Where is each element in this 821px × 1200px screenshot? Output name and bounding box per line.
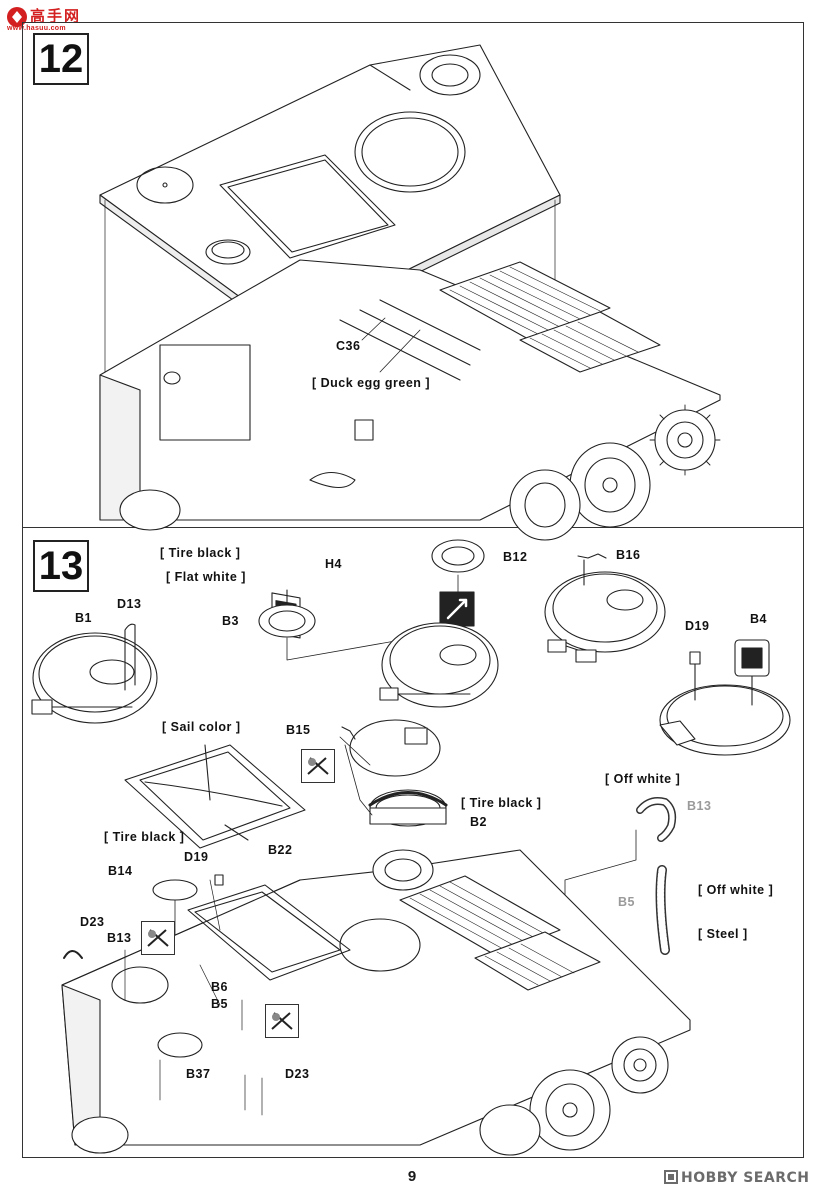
- b13-hose: [564, 797, 677, 956]
- page-frame: [22, 22, 804, 1158]
- label-sail-color: [ Sail color ]: [162, 720, 241, 734]
- glue-icon-2: [265, 1004, 299, 1038]
- b16-hatch: [544, 553, 666, 663]
- label-b22: B22: [268, 843, 293, 857]
- step12-hull-body: [99, 259, 721, 541]
- label-duck-egg-green: [ Duck egg green ]: [312, 376, 431, 390]
- hobby-search-logo-icon: [664, 1170, 678, 1184]
- b1-hatch: [31, 623, 158, 724]
- label-b15: B15: [286, 723, 311, 737]
- d23-part-left: [63, 950, 83, 959]
- h4-periscope: [258, 574, 459, 661]
- label-b2: B2: [470, 815, 487, 829]
- label-flat-white: [ Flat white ]: [166, 570, 246, 584]
- label-b37: B37: [186, 1067, 211, 1081]
- step-number-12: 12: [33, 33, 89, 85]
- label-steel: [ Steel ]: [698, 927, 748, 941]
- label-b5: B5: [211, 997, 228, 1011]
- glue-icon: [141, 921, 175, 955]
- label-d23-left: D23: [80, 915, 105, 929]
- label-tire-black-3: [ Tire black ]: [104, 830, 185, 844]
- label-c36: C36: [336, 339, 361, 353]
- header-logo: 高手网 www.hasuu.com: [4, 4, 84, 38]
- logo-title: 高手网: [30, 7, 82, 25]
- label-b1: B1: [75, 611, 92, 625]
- tool-icon: [147, 929, 169, 947]
- b2-hatch: [339, 719, 448, 827]
- page-number: 9: [407, 1168, 417, 1185]
- label-tire-black-1: [ Tire black ]: [160, 546, 241, 560]
- label-b16: B16: [616, 548, 641, 562]
- logo-subtitle: www.hasuu.com: [7, 25, 66, 32]
- b4-hatch: [659, 639, 791, 756]
- step12-leader-lines: [361, 317, 421, 373]
- tool-icon: [271, 1012, 293, 1030]
- label-d19-bottom: D19: [184, 850, 209, 864]
- label-d19-top: D19: [685, 619, 710, 633]
- watermark: HOBBY SEARCH: [664, 1170, 809, 1190]
- label-h4: H4: [325, 557, 342, 571]
- d19-part: [214, 874, 224, 886]
- label-d23-bottom: D23: [285, 1067, 310, 1081]
- cut-glue-icon: [301, 749, 335, 783]
- step-divider: [22, 527, 804, 528]
- label-b14: B14: [108, 864, 133, 878]
- label-b13: B13: [107, 931, 132, 945]
- step13-guide-lines: [124, 879, 263, 1116]
- label-b6: B6: [211, 980, 228, 994]
- label-b12: B12: [503, 550, 528, 564]
- cut-icon: [307, 757, 329, 775]
- label-off-white-1: [ Off white ]: [605, 772, 681, 786]
- b22-frame: [124, 744, 306, 849]
- label-b3: B3: [222, 614, 239, 628]
- b12-hatch: [379, 539, 499, 708]
- label-tire-black-2: [ Tire black ]: [461, 796, 542, 810]
- label-b5-gray: B5: [618, 895, 635, 909]
- label-b4: B4: [750, 612, 767, 626]
- label-d13: D13: [117, 597, 142, 611]
- watermark-text: HOBBY SEARCH: [681, 1170, 810, 1186]
- step-number-13: 13: [33, 540, 89, 592]
- label-off-white-2: [ Off white ]: [698, 883, 774, 897]
- label-b13-gray: B13: [687, 799, 712, 813]
